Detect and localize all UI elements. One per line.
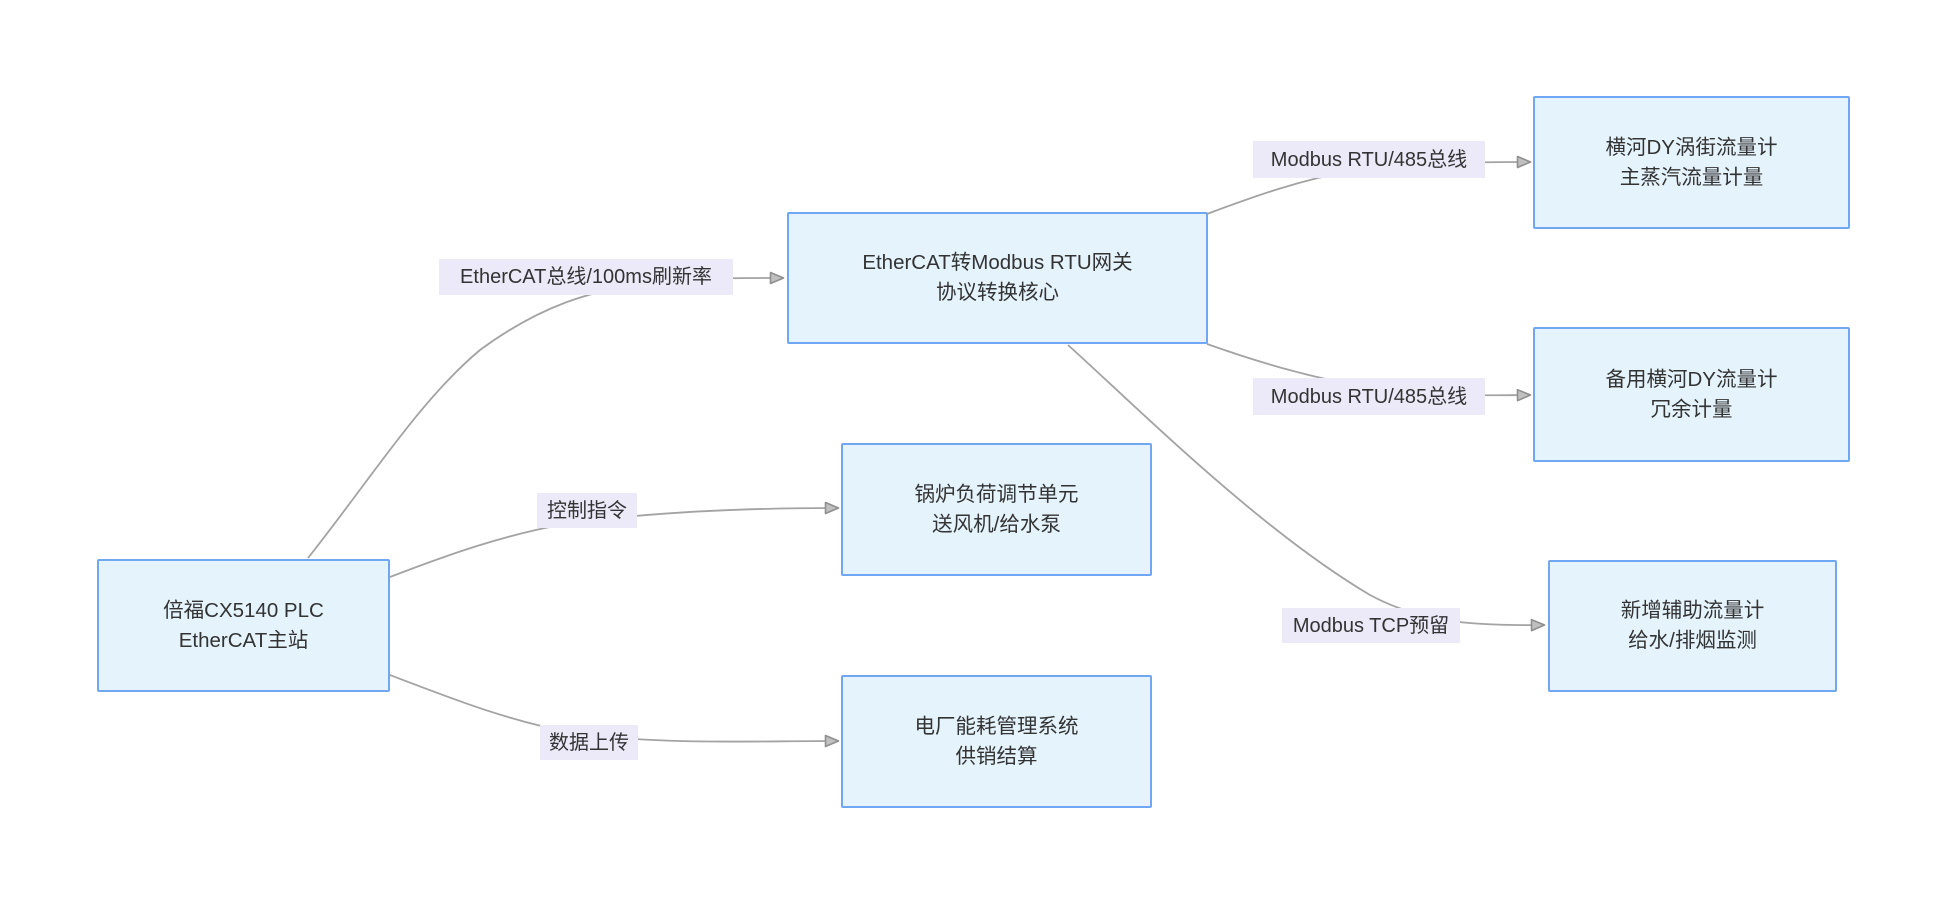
node-plc: 倍福CX5140 PLC EtherCAT主站 — [97, 559, 390, 692]
edge-label-gateway-backup: Modbus RTU/485总线 — [1253, 378, 1485, 415]
edge-label-gateway-aux: Modbus TCP预留 — [1282, 608, 1460, 643]
node-boiler-line2: 送风机/给水泵 — [932, 512, 1061, 536]
node-aux-line2: 给水/排烟监测 — [1628, 629, 1757, 652]
node-gateway-line2: 协议转换核心 — [936, 281, 1059, 304]
edge-label-plc-boiler: 控制指令 — [537, 493, 637, 528]
node-boiler-line1: 锅炉负荷调节单元 — [914, 482, 1079, 506]
edge-gateway-aux — [1067, 344, 1546, 632]
node-aux-line1: 新增辅助流量计 — [1620, 599, 1765, 622]
node-backup: 备用横河DY流量计冗余计量 — [1533, 327, 1850, 462]
edge-label-plc-energy: 数据上传 — [540, 725, 638, 760]
node-boiler: 锅炉负荷调节单元送风机/给水泵 — [841, 443, 1152, 576]
node-energy-line1: 电厂能耗管理系统 — [914, 714, 1079, 738]
node-vortex: 横河DY涡街流量计主蒸汽流量计量 — [1533, 96, 1850, 229]
node-gateway-line1: EtherCAT转Modbus RTU网关 — [862, 251, 1133, 274]
edge-label-gateway-vortex: Modbus RTU/485总线 — [1253, 141, 1485, 178]
node-aux: 新增辅助流量计给水/排烟监测 — [1548, 560, 1837, 692]
node-vortex-line2: 主蒸汽流量计量 — [1619, 165, 1764, 189]
node-backup-line2: 冗余计量 — [1650, 397, 1733, 421]
node-energy: 电厂能耗管理系统供销结算 — [841, 675, 1152, 808]
edge-label-plc-gateway: EtherCAT总线/100ms刷新率 — [439, 259, 733, 295]
node-plc-line2: EtherCAT主站 — [178, 628, 309, 652]
node-backup-line1: 备用横河DY流量计 — [1605, 367, 1778, 391]
node-plc-line1: 倍福CX5140 PLC — [163, 598, 324, 622]
node-vortex-line1: 横河DY涡街流量计 — [1605, 135, 1778, 159]
node-energy-line2: 供销结算 — [955, 744, 1038, 768]
node-gateway: EtherCAT转Modbus RTU网关协议转换核心 — [787, 212, 1208, 344]
